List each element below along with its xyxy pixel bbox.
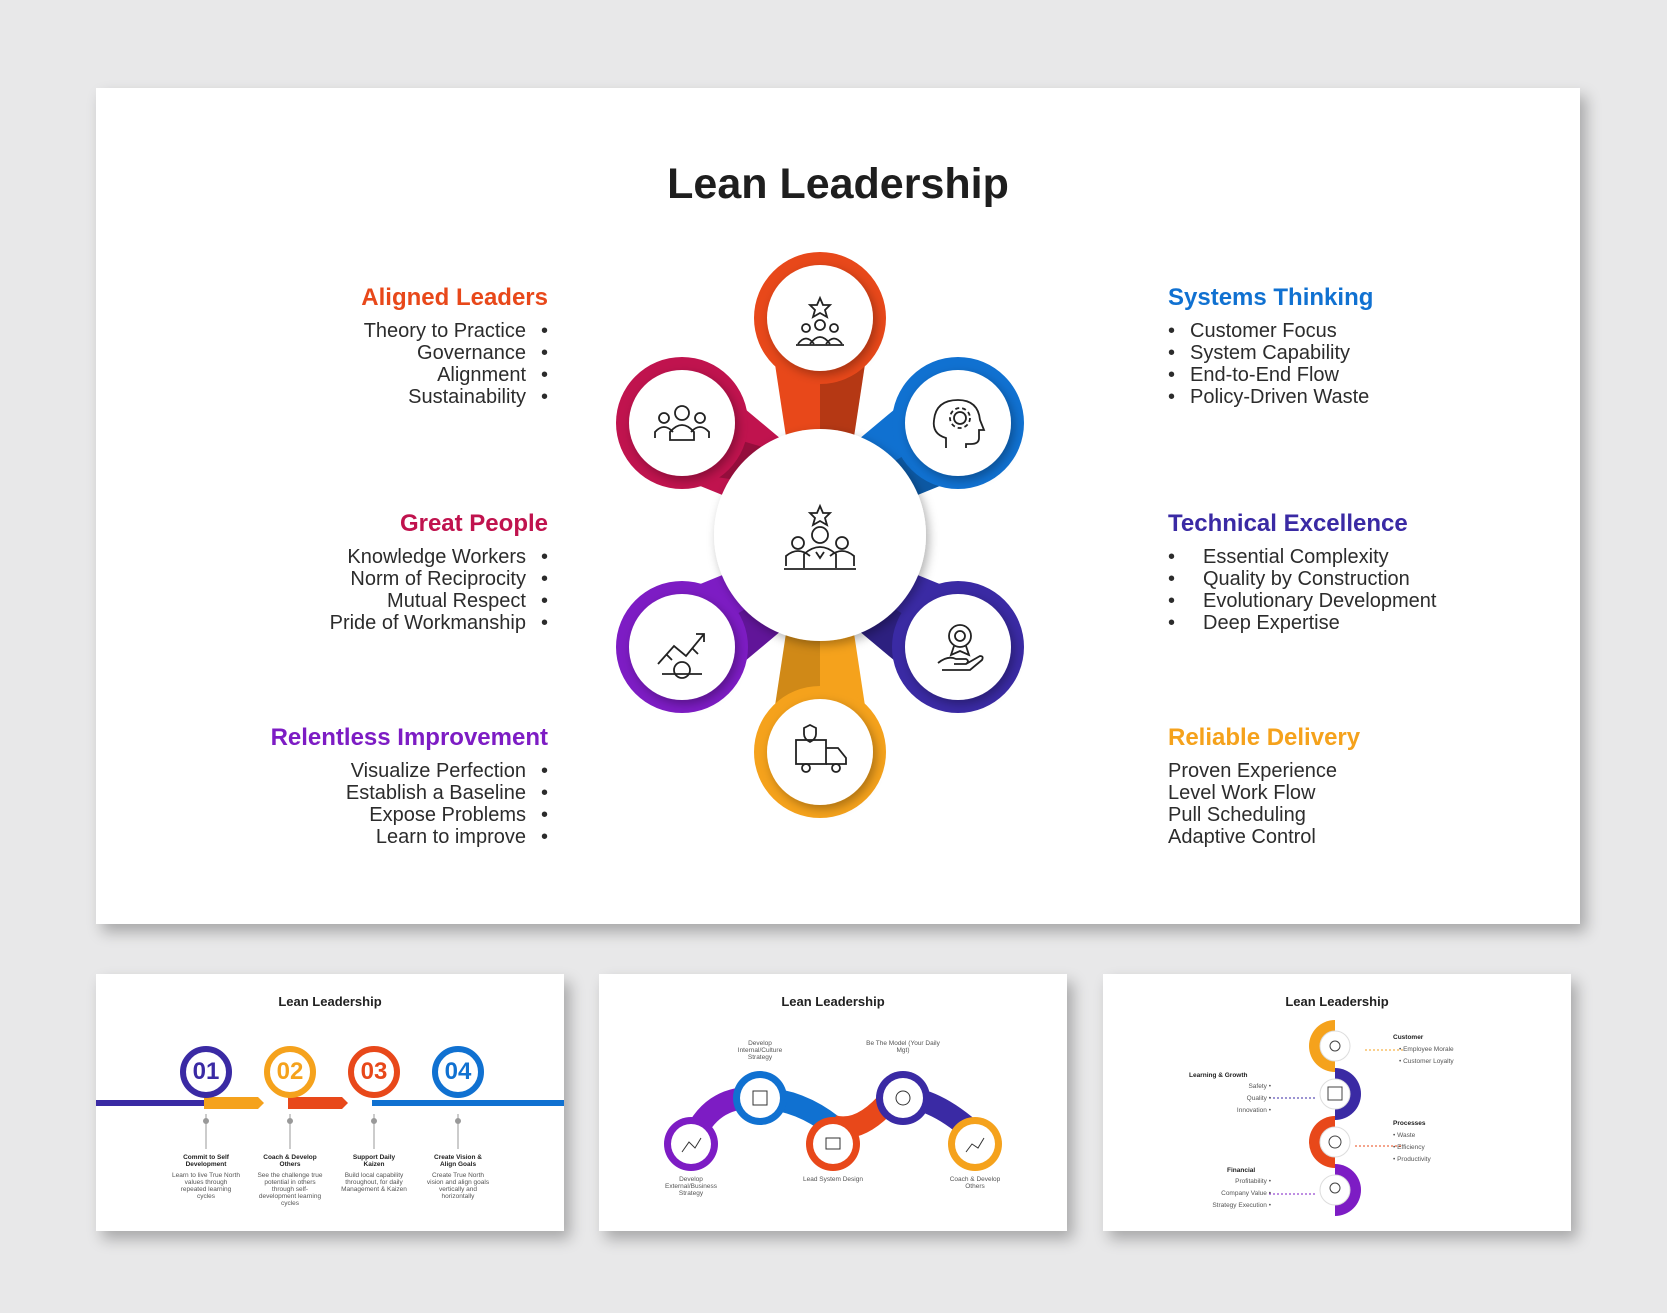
list-item: Visualize Perfection: [346, 760, 548, 782]
list-item: Evolutionary Development: [1168, 590, 1436, 612]
thumbnail-slide-2[interactable]: Lean Leadership Develop External/Busines…: [599, 974, 1067, 1231]
systems-thinking-heading: Systems Thinking: [1168, 284, 1374, 311]
list-item: Establish a Baseline: [346, 782, 548, 804]
list-item: End-to-End Flow: [1168, 364, 1369, 386]
thumbnail-slide-3[interactable]: Lean Leadership Customer Employee Morale…: [1103, 974, 1571, 1231]
list-item: Learn to improve: [346, 826, 548, 848]
group-heading: Financial: [1227, 1167, 1256, 1174]
head-gear-icon: [932, 399, 986, 448]
aligned-leaders-heading: Aligned Leaders: [361, 284, 548, 311]
timeline-bar: [96, 1097, 564, 1149]
great-people-list: Knowledge Workers Norm of Reciprocity Mu…: [330, 546, 548, 634]
delivery-truck-icon: [795, 723, 847, 773]
main-slide[interactable]: Lean Leadership: [96, 88, 1580, 924]
step-number-badge: 03: [348, 1046, 400, 1098]
list-item: Sustainability: [364, 386, 548, 408]
node-label: Develop Internal/Culture Strategy: [737, 1040, 783, 1061]
step-title: Coach & Develop Others: [263, 1154, 317, 1168]
step-title: Commit to Self Development: [183, 1154, 229, 1168]
node-label: Develop External/Business Strategy: [664, 1176, 718, 1197]
list-item: Norm of Reciprocity: [330, 568, 548, 590]
list-item: Pride of Workmanship: [330, 612, 548, 634]
list-item: Employee Morale: [1399, 1044, 1454, 1056]
list-item: Quality: [1237, 1093, 1271, 1105]
group-heading: Customer: [1393, 1034, 1424, 1041]
list-item: Essential Complexity: [1168, 546, 1436, 568]
list-item: Waste: [1393, 1130, 1431, 1142]
step-title: Create Vision & Align Goals: [434, 1154, 482, 1168]
list-item: Pull Scheduling: [1168, 804, 1306, 826]
vertical-chain-diagram: [1269, 1020, 1403, 1216]
list-item: Customer Loyalty: [1399, 1056, 1454, 1068]
list-item: Efficiency: [1393, 1142, 1431, 1154]
list-item: Company Value: [1212, 1188, 1271, 1200]
relentless-improvement-heading: Relentless Improvement: [270, 724, 548, 751]
leader-team-icon: [784, 503, 856, 570]
group-list: Profitability Company Value Strategy Exe…: [1212, 1176, 1271, 1212]
list-item: Strategy Execution: [1212, 1200, 1271, 1212]
list-item: Productivity: [1393, 1154, 1431, 1166]
step-number-badge: 02: [264, 1046, 316, 1098]
group-list: Safety Quality Innovation: [1237, 1081, 1271, 1117]
step-number-badge: 01: [180, 1046, 232, 1098]
step-title: Support Daily Kaizen: [352, 1154, 396, 1168]
thumbnail-title: Lean Leadership: [278, 994, 382, 1009]
step-description: Create True North vision and align goals…: [426, 1172, 490, 1200]
wave-path-diagram: [664, 1071, 1002, 1171]
list-item: Innovation: [1237, 1105, 1271, 1117]
list-item: System Capability: [1168, 342, 1369, 364]
relentless-improvement-list: Visualize Perfection Establish a Baselin…: [346, 760, 548, 848]
slide-title: Lean Leadership: [667, 160, 1009, 208]
list-item: Alignment: [364, 364, 548, 386]
group-list: Employee Morale Customer Loyalty: [1399, 1044, 1454, 1068]
list-item: Deep Expertise: [1168, 612, 1436, 634]
aligned-leaders-list: Theory to Practice Governance Alignment …: [364, 320, 548, 408]
list-item: Theory to Practice: [364, 320, 548, 342]
list-item: Customer Focus: [1168, 320, 1369, 342]
list-item: Safety: [1237, 1081, 1271, 1093]
node-label: Lead System Design: [803, 1176, 863, 1183]
award-hand-icon: [937, 624, 984, 671]
group-heading: Learning & Growth: [1189, 1072, 1248, 1079]
reliable-delivery-list: Proven Experience Level Work Flow Pull S…: [1168, 760, 1337, 848]
node-label: Coach & Develop Others: [949, 1176, 1001, 1190]
step-description: Build local capability throughout, for d…: [341, 1172, 407, 1193]
list-item: Quality by Construction: [1168, 568, 1436, 590]
thumbnail-title: Lean Leadership: [781, 994, 885, 1009]
list-item: Mutual Respect: [330, 590, 548, 612]
node-label: Be The Model (Your Daily Mgt): [866, 1040, 940, 1054]
list-item: Knowledge Workers: [330, 546, 548, 568]
great-people-heading: Great People: [399, 510, 548, 537]
star-team-icon: [796, 295, 844, 346]
step-description: See the challenge true potential in othe…: [257, 1172, 323, 1207]
list-item: Proven Experience: [1168, 760, 1337, 782]
hexa-petal-diagram: [616, 252, 1024, 818]
list-item: Governance: [364, 342, 548, 364]
list-item: Profitability: [1212, 1176, 1271, 1188]
thumbnail-slide-1[interactable]: Lean Leadership 01 02 03 04 Commit to Se…: [96, 974, 564, 1231]
people-group-icon: [654, 405, 710, 441]
systems-thinking-list: Customer Focus System Capability End-to-…: [1168, 320, 1369, 408]
list-item: Expose Problems: [346, 804, 548, 826]
group-list: Waste Efficiency Productivity: [1393, 1130, 1431, 1166]
step-description: Learn to live True North values through …: [172, 1172, 240, 1200]
group-heading: Processes: [1393, 1120, 1426, 1127]
list-item: Level Work Flow: [1168, 782, 1316, 804]
thumbnail-title: Lean Leadership: [1285, 994, 1389, 1009]
technical-excellence-list: Essential Complexity Quality by Construc…: [1168, 546, 1436, 634]
step-number-badge: 04: [432, 1046, 484, 1098]
list-item: Policy-Driven Waste: [1168, 386, 1369, 408]
list-item: Adaptive Control: [1168, 826, 1316, 848]
technical-excellence-heading: Technical Excellence: [1168, 510, 1408, 537]
reliable-delivery-heading: Reliable Delivery: [1168, 724, 1361, 751]
growth-chart-icon: [657, 633, 705, 679]
